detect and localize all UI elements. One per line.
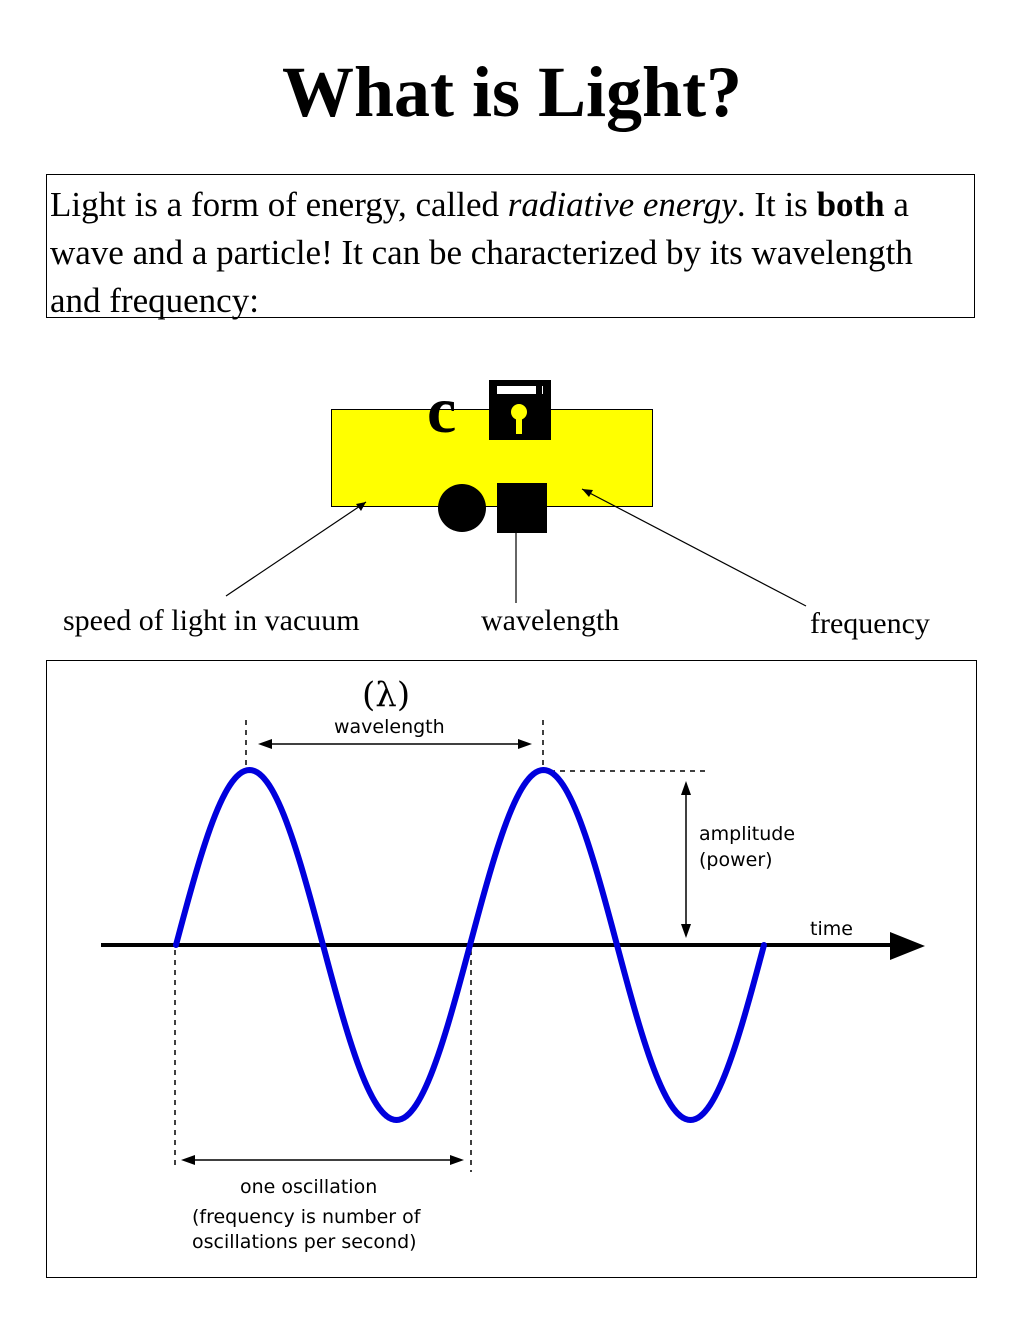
wave-diagram-box <box>46 660 977 1278</box>
frequency-definition-line1: (frequency is number of <box>192 1206 421 1228</box>
lambda-symbol: (λ) <box>362 675 411 715</box>
formula-c: c <box>427 374 457 447</box>
frequency-definition-line2: oscillations per second) <box>192 1231 417 1253</box>
power-label: (power) <box>699 849 773 871</box>
formula-box <box>331 409 653 507</box>
amplitude-label: amplitude <box>699 823 796 845</box>
frequency-label: frequency <box>810 607 930 640</box>
speed-of-light-label: speed of light in vacuum <box>63 604 360 637</box>
intro-bold: both <box>816 185 885 224</box>
intro-part3: a wave and a particle! It can be charact… <box>50 185 913 320</box>
wavelength-label: wavelength <box>481 604 620 637</box>
page-title: What is Light? <box>281 52 743 132</box>
intro-text-box: Light is a form of energy, called radiat… <box>46 174 975 320</box>
intro-part1: Light is a form of energy, called <box>50 185 508 224</box>
wavelength-diagram-label: wavelength <box>334 716 445 738</box>
intro-part2: . It is <box>736 185 817 224</box>
intro-italic: radiative energy <box>507 185 737 224</box>
time-label: time <box>810 918 853 940</box>
one-oscillation-label: one oscillation <box>240 1176 378 1198</box>
